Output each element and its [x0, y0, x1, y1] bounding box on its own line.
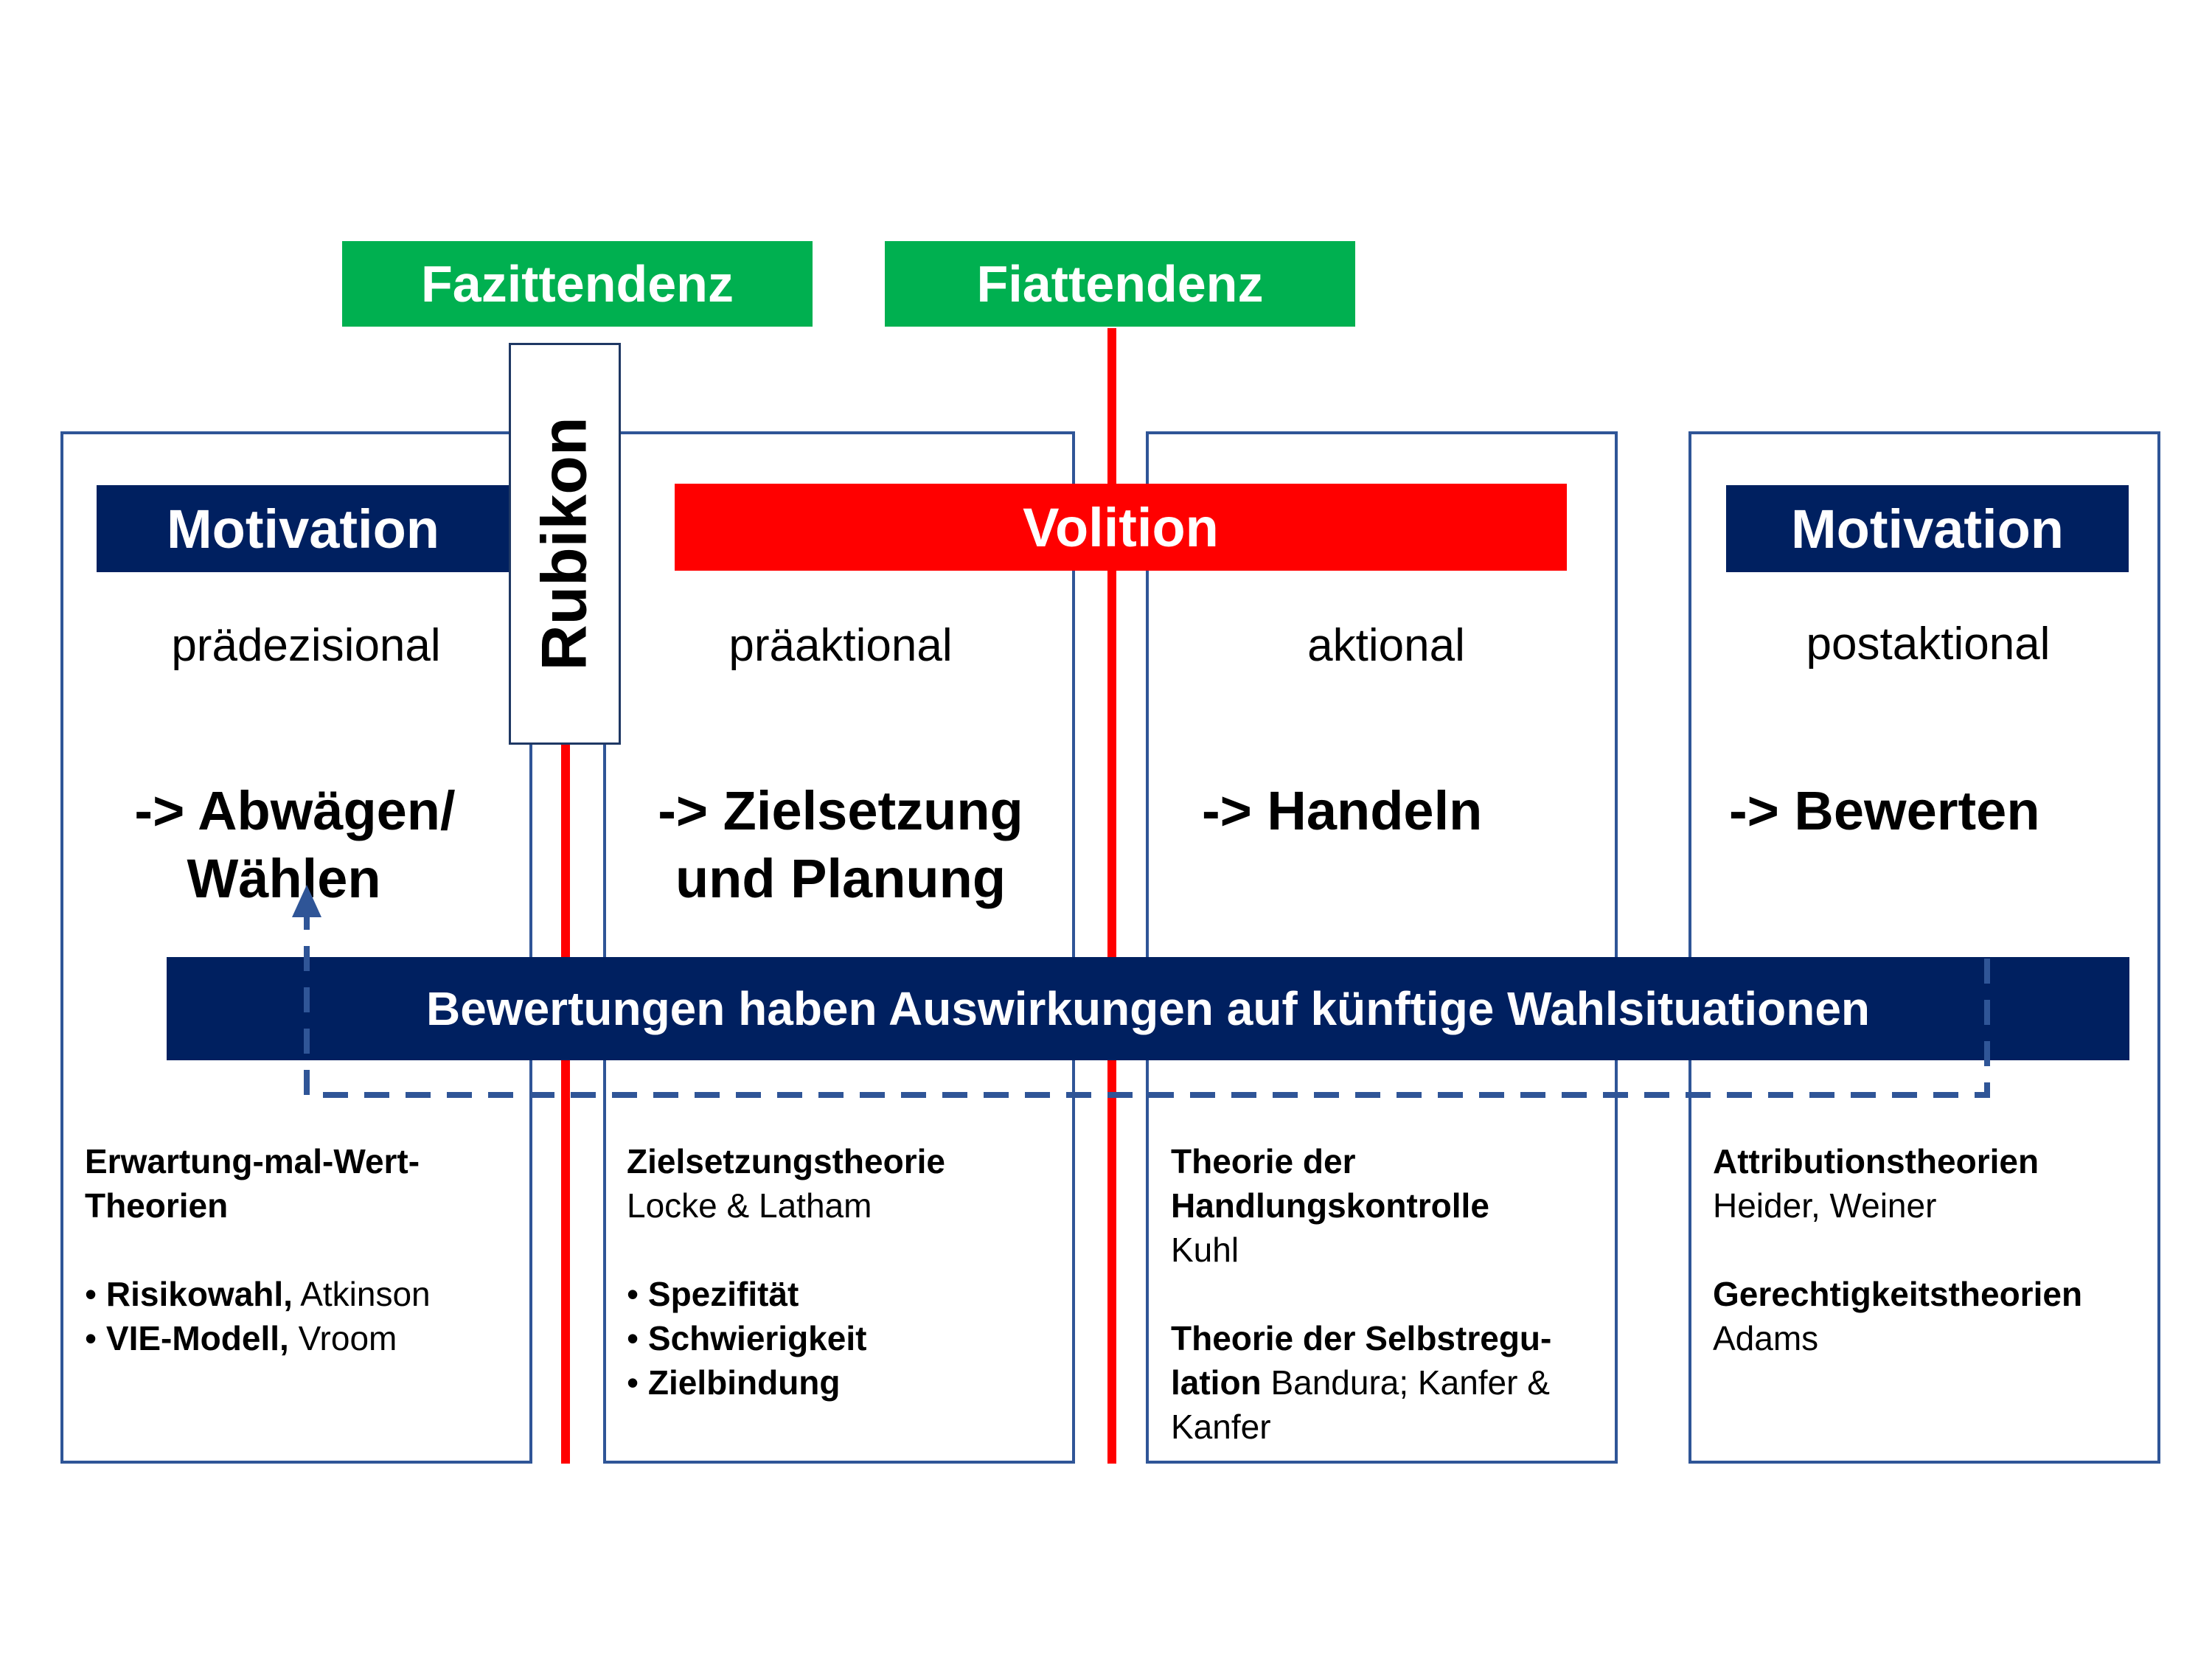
col3-t2-line1: Theorie der Selbstregu-: [1171, 1319, 1552, 1357]
action-weigh-line1: -> Abwägen/: [134, 780, 456, 841]
col4-t2: Gerechtigkeitstheorien: [1713, 1275, 2083, 1313]
col2-bullet3: • Zielbindung: [627, 1363, 841, 1402]
motivation-left-header: Motivation: [97, 485, 509, 572]
column-predecisional: [60, 431, 532, 1464]
bullet-icon: •: [627, 1319, 639, 1357]
volition-header: Volition: [675, 484, 1567, 571]
fiattendenz-label: Fiattendenz: [885, 241, 1355, 327]
col3-t1-line1: Theorie der: [1171, 1142, 1356, 1180]
phase-postactional: postaktional: [1806, 619, 2051, 669]
col2-authors: Locke & Latham: [627, 1186, 872, 1225]
column-actional: [1146, 431, 1618, 1464]
col3-t1-author: Kuhl: [1171, 1231, 1239, 1269]
col1-bullet2: • VIE-Modell, Vroom: [85, 1319, 397, 1357]
col3-t2-line3: Kanfer: [1171, 1408, 1271, 1446]
theories-col3: Theorie der Handlungskontrolle Kuhl Theo…: [1171, 1139, 1551, 1449]
arrowhead-up-icon: [292, 885, 321, 917]
phase-predecisional: prädezisional: [171, 620, 441, 671]
bullet-icon: •: [627, 1363, 639, 1402]
col1-title-line1: Erwartung-mal-Wert-: [85, 1142, 420, 1180]
action-weigh-choose: -> Abwägen/ Wählen: [88, 777, 501, 913]
col2-bullet1: • Spezifität: [627, 1275, 799, 1313]
feedback-arrow-path: [304, 914, 1990, 1098]
col2-title: Zielsetzungstheorie: [627, 1142, 945, 1180]
motivation-right-header: Motivation: [1726, 485, 2129, 572]
feedback-bar-text: Bewertungen haben Auswirkungen auf künft…: [425, 982, 1871, 1035]
action-act: -> Handeln: [1202, 780, 1483, 841]
col4-t1-authors: Heider, Weiner: [1713, 1186, 1937, 1225]
bullet-icon: •: [85, 1319, 97, 1357]
col3-t1-line2: Handlungskontrolle: [1171, 1186, 1489, 1225]
fazittendenz-label: Fazittendenz: [342, 241, 813, 327]
fiat-line: [1107, 328, 1116, 1464]
action-evaluate: -> Bewerten: [1729, 780, 2040, 841]
action-goal-line2: und Planung: [675, 848, 1006, 909]
bullet-icon: •: [627, 1275, 639, 1313]
column-preactional: [603, 431, 1075, 1464]
action-goal-line1: -> Zielsetzung: [658, 780, 1023, 841]
action-weigh-line2: Wählen: [187, 848, 381, 909]
col1-bullet1: • Risikowahl, Atkinson: [85, 1275, 431, 1313]
col3-t2-line2: lation Bandura; Kanfer &: [1171, 1363, 1550, 1402]
rubikon-line: [561, 745, 570, 1464]
theories-col1: Erwartung-mal-Wert- Theorien • Risikowah…: [85, 1139, 431, 1360]
phase-preactional: präaktional: [728, 620, 953, 671]
column-postactional: [1688, 431, 2160, 1464]
col2-bullet2: • Schwierigkeit: [627, 1319, 867, 1357]
col1-title-line2: Theorien: [85, 1186, 229, 1225]
theories-col2: Zielsetzungstheorie Locke & Latham • Spe…: [627, 1139, 945, 1405]
rubikon-box: Rubikon: [509, 343, 621, 745]
phase-actional: aktional: [1307, 620, 1465, 671]
col4-t2-authors: Adams: [1713, 1319, 1819, 1357]
theories-col4: Attributionstheorien Heider, Weiner Gere…: [1713, 1139, 2082, 1360]
feedback-bar: Bewertungen haben Auswirkungen auf künft…: [167, 957, 2129, 1060]
volition-header-label: Volition: [1023, 496, 1219, 558]
action-goal-planning: -> Zielsetzung und Planung: [634, 777, 1047, 913]
col4-t1: Attributionstheorien: [1713, 1142, 2039, 1180]
bullet-icon: •: [85, 1275, 97, 1313]
